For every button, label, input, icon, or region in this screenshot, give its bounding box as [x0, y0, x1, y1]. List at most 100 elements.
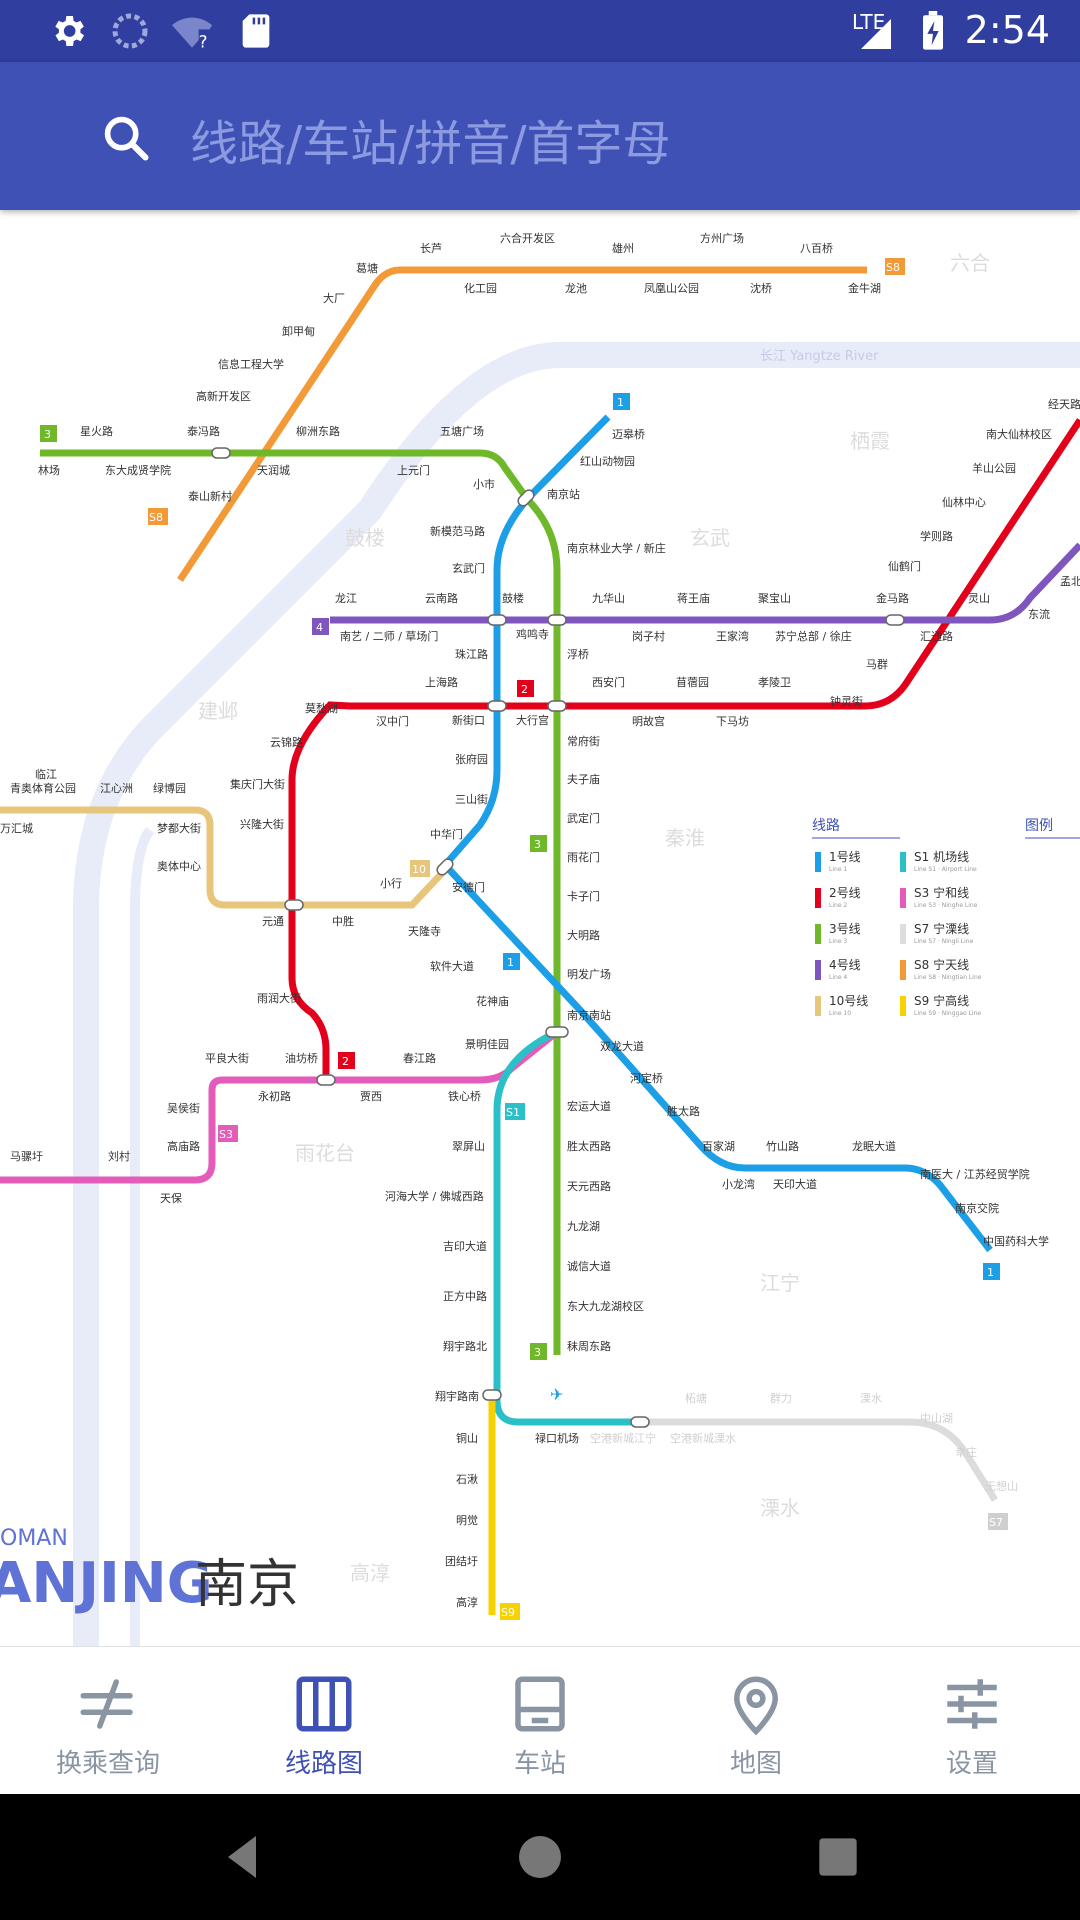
tab-map[interactable]: 地图 [648, 1647, 864, 1795]
svg-text:马群: 马群 [866, 657, 888, 671]
svg-text:汉中门: 汉中门 [376, 714, 409, 728]
svg-text:夫子庙: 夫子庙 [567, 772, 600, 786]
svg-text:武定门: 武定门 [567, 811, 600, 825]
svg-text:集庆门大街: 集庆门大街 [230, 777, 285, 791]
station-label: 凤凰山公园 [644, 282, 699, 295]
legend-item-sublabel: Line 1 [829, 866, 847, 873]
bottom-navigation: 换乘查询 线路图 车站 地图 设置 [0, 1646, 1080, 1795]
system-navigation-bar [0, 1794, 1080, 1920]
legend-swatch [900, 852, 906, 872]
sliders-icon [947, 1679, 997, 1729]
svg-text:中华门: 中华门 [430, 827, 463, 841]
back-icon[interactable] [214, 1829, 270, 1885]
stations-l3: 林场 星火路 东大成贤学院 泰冯路 天润城 柳洲东路 上元门 五塘广场 小市 南… [38, 424, 666, 1353]
svg-text:江心洲: 江心洲 [100, 782, 133, 795]
city-name-cn: 南京 [195, 1555, 299, 1615]
legend-item-sublabel: Line 4 [829, 974, 847, 981]
legend-item-label: 4号线 [829, 958, 861, 972]
legend-item-sublabel: Line 2 [829, 902, 847, 909]
svg-text:大行宫: 大行宫 [516, 713, 549, 727]
search-input[interactable]: 线路/车站/拼音/首字母 [190, 116, 671, 172]
recents-icon[interactable] [810, 1829, 866, 1885]
svg-text:柳洲东路: 柳洲东路 [296, 424, 340, 438]
station-label: 葛塘 [356, 261, 378, 275]
svg-text:绿博园: 绿博园 [153, 781, 186, 795]
svg-text:王家湾: 王家湾 [716, 629, 749, 643]
svg-text:苏宁总部 / 徐庄: 苏宁总部 / 徐庄 [775, 629, 852, 643]
station-label: 方州广场 [700, 231, 744, 245]
svg-text:高庙路: 高庙路 [167, 1139, 200, 1153]
svg-text:青奥体育公园: 青奥体育公园 [10, 781, 76, 795]
station-label: 金牛湖 [848, 281, 881, 295]
svg-text:南艺 / 二师 / 草场门: 南艺 / 二师 / 草场门 [340, 629, 438, 643]
signal-icon [861, 19, 891, 49]
tab-line-map[interactable]: 线路图 [216, 1647, 432, 1795]
svg-text:群力: 群力 [770, 1391, 792, 1405]
tab-label: 车站 [513, 1749, 566, 1779]
svg-text:1: 1 [507, 956, 514, 969]
svg-text:南大仙林校区: 南大仙林校区 [986, 427, 1052, 441]
legend-item-sublabel: Line S7 · Ningli Line [914, 938, 974, 945]
line-badge: S3 [219, 1128, 233, 1141]
svg-text:东大成贤学院: 东大成贤学院 [105, 463, 171, 477]
svg-text:1: 1 [987, 1266, 994, 1279]
svg-text:胜太路: 胜太路 [667, 1104, 700, 1118]
svg-text:金马路: 金马路 [876, 591, 909, 605]
svg-text:苜蓿园: 苜蓿园 [676, 675, 709, 689]
line-s7 [640, 1418, 998, 1502]
district-label: 建邺 [198, 699, 238, 723]
svg-text:春江路: 春江路 [403, 1052, 436, 1065]
home-icon[interactable] [512, 1829, 568, 1885]
svg-text:天隆寺: 天隆寺 [408, 924, 441, 938]
search-bar[interactable]: 线路/车站/拼音/首字母 [0, 62, 1080, 210]
district-label: 雨花台 [295, 1141, 355, 1165]
svg-text:翠屏山: 翠屏山 [452, 1140, 485, 1153]
yangtze-river [73, 342, 1080, 1646]
line-4 [330, 542, 1080, 624]
district-label: 江宁 [760, 1271, 800, 1295]
stations-s1: 翠屏山 河海大学 / 佛城西路 吉印大道 正方中路 翔宇路北 翔宇路南 禄口机场 [385, 1140, 579, 1445]
tab-transfer[interactable]: 换乘查询 [0, 1647, 216, 1795]
legend-item-sublabel: Line S3 · Ninghe Line [914, 902, 978, 909]
line-2 [288, 418, 1080, 1080]
legend-swatch [815, 852, 821, 872]
svg-text:九华山: 九华山 [592, 591, 625, 605]
legend-item-sublabel: Line 3 [829, 938, 847, 945]
legend-swatch [815, 960, 821, 980]
svg-text:学则路: 学则路 [920, 529, 953, 543]
interchange-markers [211, 447, 905, 1428]
svg-text:河海大学 / 佛城西路: 河海大学 / 佛城西路 [385, 1189, 484, 1203]
svg-text:无想山: 无想山 [985, 1479, 1018, 1493]
svg-text:新模范马路: 新模范马路 [430, 524, 485, 538]
svg-text:新街口: 新街口 [452, 713, 485, 727]
legend-item-sublabel: Line 10 [829, 1010, 851, 1017]
tab-label: 换乘查询 [55, 1749, 160, 1779]
legend-title: 图例 [1025, 818, 1053, 834]
network-type: LTE [852, 10, 886, 34]
station-label: 沈桥 [750, 281, 772, 295]
tab-station[interactable]: 车站 [432, 1647, 648, 1795]
tab-label: 设置 [945, 1749, 998, 1779]
svg-text:钟灵街: 钟灵街 [830, 694, 863, 708]
svg-text:仙鹤门: 仙鹤门 [888, 559, 921, 573]
legend-swatch [815, 924, 821, 944]
svg-text:高淳: 高淳 [456, 1595, 478, 1609]
metro-map-canvas[interactable]: 长江 Yangtze River 六合 栖霞 鼓楼 玄武 建邺 秦淮 雨花台 江… [0, 210, 1080, 1646]
svg-text:小龙湾: 小龙湾 [722, 1177, 755, 1191]
svg-text:翔宇路南: 翔宇路南 [435, 1389, 479, 1403]
battery-charging-icon [923, 11, 943, 50]
svg-text:贾西: 贾西 [360, 1090, 382, 1103]
legend-item-label: S7 宁溧线 [914, 921, 969, 936]
svg-text:中国药科大学: 中国药科大学 [983, 1234, 1049, 1248]
legend-item-label: 10号线 [829, 994, 868, 1008]
tab-settings[interactable]: 设置 [864, 1647, 1080, 1795]
svg-text:云南路: 云南路 [425, 592, 458, 605]
airport-icon: ✈ [550, 1385, 563, 1404]
stations-l2: 莫愁湖 汉中门 上海路 西安门 明故宫 苜蓿园 下马坊 孝陵卫 钟灵街 马群 仙… [230, 398, 1080, 1065]
svg-text:吴侯街: 吴侯街 [167, 1101, 200, 1115]
svg-text:3: 3 [534, 838, 541, 851]
search-icon[interactable] [100, 112, 152, 164]
metro-map[interactable]: 长江 Yangtze River 六合 栖霞 鼓楼 玄武 建邺 秦淮 雨花台 江… [0, 210, 1080, 1646]
svg-text:吉印大道: 吉印大道 [443, 1239, 487, 1253]
location-pin-icon [733, 1676, 779, 1736]
